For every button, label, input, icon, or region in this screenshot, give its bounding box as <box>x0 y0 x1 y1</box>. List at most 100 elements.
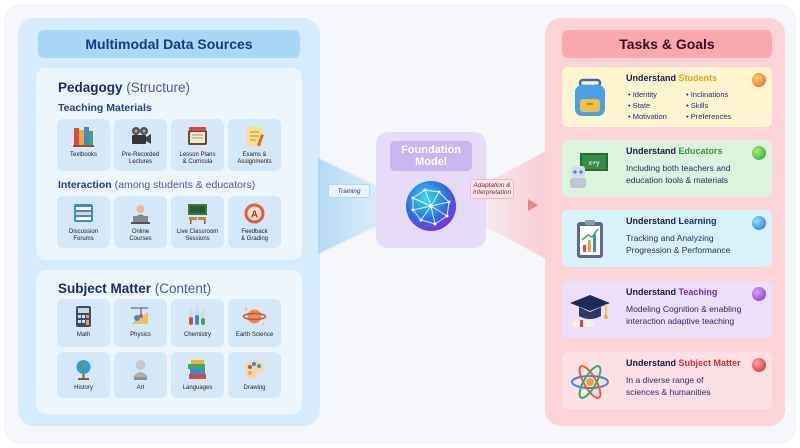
network-globe-icon <box>406 181 456 231</box>
pedagogy-heading-main: Pedagogy <box>58 80 123 95</box>
tile-history: History <box>57 352 110 398</box>
tile-textbooks: Textbooks <box>57 119 110 171</box>
card-title: Understand Teaching <box>626 287 717 297</box>
tile-lesson-plans: Lesson Plans & Curricula <box>171 119 224 171</box>
card-learning: Understand Learning Tracking and Analyzi… <box>562 210 772 267</box>
card-description: In a diverse range of sciences & humanit… <box>626 375 711 397</box>
tile-online-courses: Online Courses <box>114 196 167 248</box>
tile-physics: Physics <box>114 299 167 347</box>
tile-live-classroom: Live Classroom Sessions <box>171 196 224 248</box>
tile-label: Physics <box>130 332 151 338</box>
physics-icon <box>131 307 148 324</box>
card-title-prefix: Understand <box>626 146 677 156</box>
grade-icon: A <box>244 203 265 224</box>
foundation-model-label: Foundation Model <box>390 141 472 171</box>
books-stack-icon <box>188 360 206 379</box>
tile-label: Online Courses <box>129 229 152 242</box>
tile-chemistry: Chemistry <box>171 299 224 347</box>
tile-label: Feedback & Grading <box>240 229 268 242</box>
calculator-icon <box>76 306 91 327</box>
tile-label: Live Classroom Sessions <box>176 229 219 242</box>
tile-label: Drawing <box>243 385 266 391</box>
subject-heading-sub: (Content) <box>154 281 212 296</box>
card-title-prefix: Understand <box>626 358 677 368</box>
palette-icon <box>245 360 264 379</box>
card-description: Tracking and Analyzing Progression & Per… <box>626 233 731 255</box>
laptop-icon <box>131 205 150 224</box>
attribute-item: Motivation <box>628 111 667 122</box>
card-title-highlight: Students <box>678 73 718 83</box>
card-title-prefix: Understand <box>626 287 677 297</box>
svg-text:A: A <box>251 210 258 221</box>
card-title: Understand Students <box>626 73 717 83</box>
tile-art: Art <box>114 352 167 398</box>
attribute-item: Identity <box>628 89 667 100</box>
tile-label: Exams & Assignments <box>237 152 272 165</box>
clipboard-chart-icon <box>577 220 603 258</box>
tile-label: Earth Science <box>235 332 274 338</box>
globe-icon <box>76 360 91 380</box>
flask-icon <box>189 306 205 325</box>
teacher-robot-icon: x+y <box>570 153 608 188</box>
books-icon <box>73 127 94 147</box>
status-dot-icon <box>752 287 766 301</box>
attribute-item: Skills <box>686 100 731 111</box>
tile-label: Lesson Plans & Curricula <box>179 152 216 165</box>
card-title: Understand Educators <box>626 146 723 156</box>
status-dot-icon <box>752 216 766 230</box>
tile-label: Art <box>136 385 145 391</box>
card-title-prefix: Understand <box>626 216 677 226</box>
status-dot-icon <box>752 73 766 87</box>
card-teaching: Understand Teaching Modeling Cognition &… <box>562 281 772 338</box>
student-attributes-col2: Inclinations Skills Preferences <box>686 89 731 122</box>
status-dot-icon <box>752 358 766 372</box>
tile-earth-science: Earth Science <box>228 299 281 347</box>
tile-label: Textbooks <box>69 152 97 158</box>
backpack-icon <box>575 78 605 116</box>
card-title: Understand Subject Matter <box>626 358 741 368</box>
notebook-icon <box>188 127 207 145</box>
svg-text:x+y: x+y <box>588 160 600 167</box>
tile-forums: Discussion Forums <box>57 196 110 248</box>
bust-icon <box>133 360 148 380</box>
training-label: Training <box>328 184 370 198</box>
subject-heading-main: Subject Matter <box>58 281 152 296</box>
interaction-heading-sub: (among students & educators) <box>114 179 256 191</box>
card-title-highlight: Teaching <box>678 287 718 297</box>
attribute-item: State <box>628 100 667 111</box>
card-description: Including both teachers and education to… <box>626 163 731 185</box>
status-dot-icon <box>752 146 766 160</box>
tile-label: Languages <box>182 385 213 391</box>
graduation-cap-icon <box>570 295 610 327</box>
tile-exams: Exams & Assignments <box>228 119 281 171</box>
card-description: Modeling Cognition & enabling interactio… <box>626 304 742 326</box>
pedagogy-heading: Pedagogy (Structure) <box>58 80 190 95</box>
card-educators: x+y Understand Educators Including both … <box>562 140 772 197</box>
teaching-materials-heading: Teaching Materials <box>58 102 152 114</box>
card-title: Understand Learning <box>626 216 717 226</box>
tile-feedback: A Feedback & Grading <box>228 196 281 248</box>
tile-math: Math <box>57 299 110 347</box>
tasks-goals-title: Tasks & Goals <box>562 30 772 58</box>
camera-icon <box>132 127 151 144</box>
card-students: Understand Students Identity State Motiv… <box>562 67 772 127</box>
tile-languages: Languages <box>171 352 224 398</box>
card-subject-matter: Understand Subject Matter In a diverse r… <box>562 352 772 409</box>
tile-label: Discussion Forums <box>68 229 98 242</box>
adaptation-label: Adaptation & Interpretation <box>470 179 514 199</box>
tile-label: History <box>74 385 93 391</box>
forum-icon <box>74 204 93 222</box>
tile-label: Math <box>76 332 91 338</box>
exam-icon <box>247 127 264 147</box>
pedagogy-heading-sub: (Structure) <box>126 80 191 95</box>
student-attributes-col1: Identity State Motivation <box>628 89 667 122</box>
attribute-item: Preferences <box>686 111 731 122</box>
card-title-prefix: Understand <box>626 73 677 83</box>
tile-lectures: Pre-Recorded Lectures <box>114 119 167 171</box>
atom-icon <box>571 365 609 399</box>
tile-label: Chemistry <box>183 332 211 338</box>
interaction-heading: Interaction (among students & educators) <box>58 179 255 191</box>
data-sources-title: Multimodal Data Sources <box>38 30 300 58</box>
tile-label: Pre-Recorded Lectures <box>121 152 160 165</box>
tile-drawing: Drawing <box>228 352 281 398</box>
